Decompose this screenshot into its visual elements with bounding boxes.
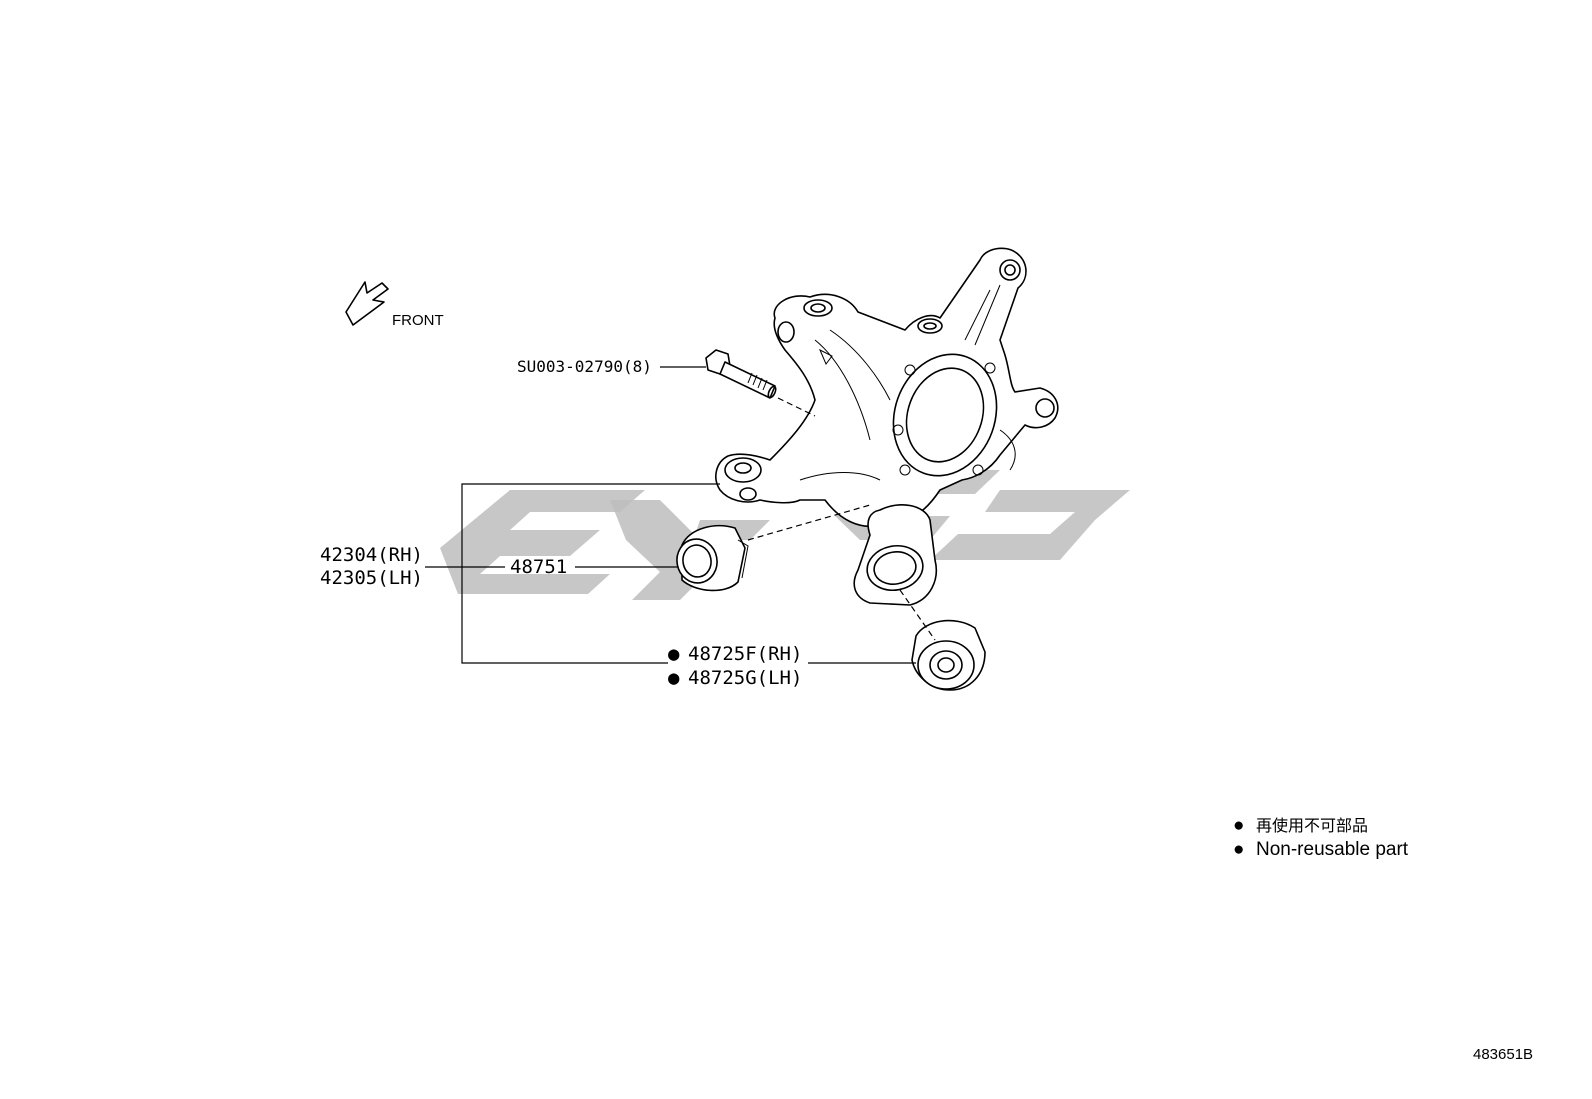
bushing-lh-part-number: 48725G(LH) (688, 667, 802, 689)
steering-knuckle (715, 247, 1059, 606)
legend-text-english: Non-reusable part (1256, 839, 1409, 860)
legend-marker-en: ● (1233, 839, 1244, 860)
knuckle-lh-part-number: 42305(LH) (320, 567, 423, 589)
legend-marker-jp: ● (1233, 815, 1244, 836)
knuckle-rh-part-number: 42304(RH) (320, 544, 423, 566)
bolt-part-number: SU003-02790(8) (517, 357, 652, 376)
bushing-part-number: 48751 (510, 556, 567, 578)
non-reusable-marker-rh: ● (668, 643, 680, 665)
front-arrow-icon (345, 281, 389, 326)
bushing-dashed-line (747, 504, 871, 541)
bushing-48751 (676, 524, 749, 592)
bushing-48725 (911, 619, 986, 691)
leader-lines (425, 366, 916, 664)
bushing-rh-part-number: 48725F(RH) (688, 643, 802, 665)
bushing-48725-dashed-line (899, 589, 936, 641)
legend: ● 再使用不可部品 ● Non-reusable part (1233, 815, 1409, 860)
diagram-id: 483651B (1473, 1046, 1533, 1063)
non-reusable-marker-lh: ● (668, 667, 680, 689)
bolt-leader-dashed (777, 397, 816, 417)
bolt-part (705, 349, 777, 399)
front-label: FRONT (392, 312, 444, 329)
legend-text-japanese: 再使用不可部品 (1256, 816, 1368, 835)
